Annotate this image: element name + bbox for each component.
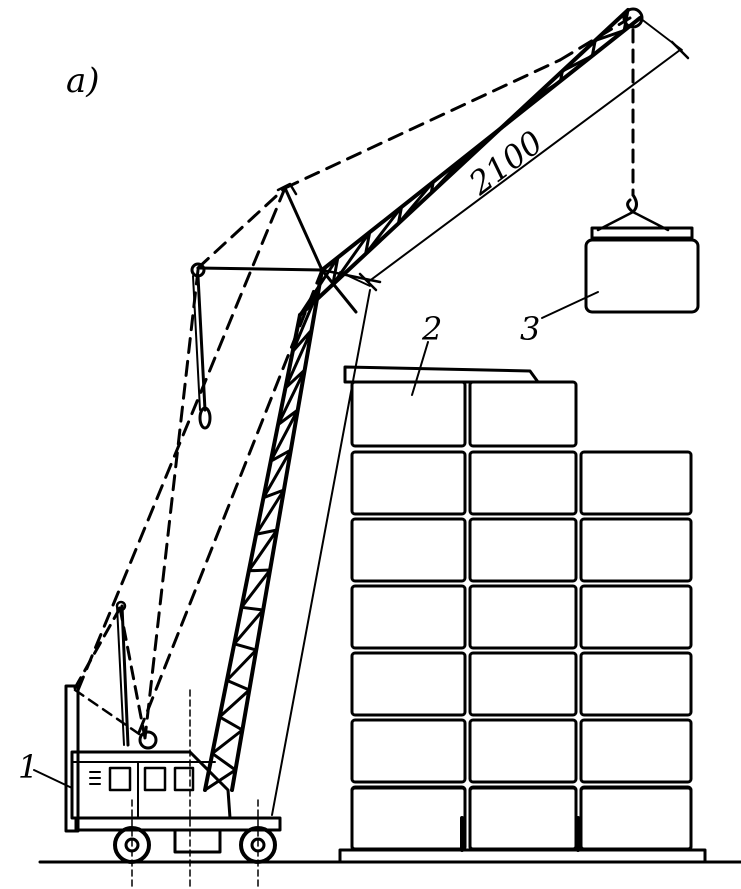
wall-panel xyxy=(350,450,467,516)
wall-panel xyxy=(468,584,578,650)
wall-panel xyxy=(579,450,693,516)
wall-panel xyxy=(579,651,693,717)
counterweight xyxy=(64,684,80,833)
strut xyxy=(196,266,324,272)
tie-brace xyxy=(320,268,358,314)
wall-panel xyxy=(579,584,693,650)
lacing-members xyxy=(298,8,630,317)
extension-line xyxy=(339,271,371,287)
suspended-panel xyxy=(584,28,700,314)
dimension-tick xyxy=(358,272,378,292)
leader-3 xyxy=(541,291,599,319)
load-panel xyxy=(584,238,700,314)
tie-brace xyxy=(283,186,324,272)
luffing-rope xyxy=(76,186,287,692)
crane-base xyxy=(64,684,282,889)
callout-2: 2 xyxy=(421,310,442,348)
hook-icon xyxy=(626,193,638,214)
wall-panel xyxy=(579,718,693,784)
wall-panel xyxy=(579,517,693,583)
panel-label: a) xyxy=(66,61,100,101)
winch-drum xyxy=(138,730,158,750)
gantry-mast xyxy=(116,605,125,746)
wall-panel xyxy=(350,651,467,717)
luffing-rope xyxy=(73,688,147,740)
jib-tip-sheave xyxy=(622,7,644,29)
tie-plate xyxy=(276,182,298,196)
cab-window xyxy=(108,766,132,792)
radius-line xyxy=(271,289,371,816)
wall-panel xyxy=(468,517,578,583)
wall-panel xyxy=(468,450,578,516)
extension-line xyxy=(639,17,683,51)
crane-boom xyxy=(203,7,644,792)
wall-panel xyxy=(468,380,578,448)
floor-slab xyxy=(343,365,540,384)
boom-rail xyxy=(203,313,302,792)
building-floors xyxy=(350,450,693,852)
leader-1 xyxy=(33,769,73,789)
wall-panel xyxy=(468,718,578,784)
wall-panel xyxy=(350,785,467,851)
wall-panel xyxy=(468,651,578,717)
wall-panel xyxy=(468,785,578,851)
wall-panel xyxy=(350,380,467,448)
axle-box xyxy=(173,828,222,854)
cab-window xyxy=(173,766,195,792)
gantry-mast xyxy=(120,604,130,747)
callout-3: 3 xyxy=(520,310,540,348)
wall-panel xyxy=(350,786,467,852)
guy-rope xyxy=(558,16,632,62)
wall-panel xyxy=(579,785,693,851)
dimension-2100: 2100 xyxy=(339,17,690,292)
building-foundation xyxy=(338,848,707,864)
callout-1: 1 xyxy=(18,748,38,786)
wall-panel xyxy=(350,517,467,583)
cab-window xyxy=(143,766,167,792)
wall-panel xyxy=(468,786,578,852)
wall-panel xyxy=(579,786,693,852)
guy-rope xyxy=(283,58,562,190)
dimension-line xyxy=(367,49,681,283)
dimension-value: 2100 xyxy=(461,123,550,203)
guy-rope xyxy=(196,186,287,270)
crane-cab xyxy=(70,750,232,820)
wall-panel xyxy=(350,718,467,784)
leader-2 xyxy=(411,341,429,396)
chassis-frame xyxy=(74,816,282,832)
lifting-beam xyxy=(590,226,694,240)
building xyxy=(338,365,707,864)
callouts: 1 2 3 xyxy=(18,291,599,789)
rigging xyxy=(73,16,632,747)
lacing-members xyxy=(203,288,321,792)
gantry-sheave xyxy=(115,600,127,612)
hoist-rope xyxy=(143,268,200,740)
hoist-rope xyxy=(136,268,324,737)
pendant-hook-icon xyxy=(198,406,212,430)
wall-panel xyxy=(350,584,467,650)
luffing-rope xyxy=(73,606,122,690)
boom-lacing xyxy=(203,8,630,792)
